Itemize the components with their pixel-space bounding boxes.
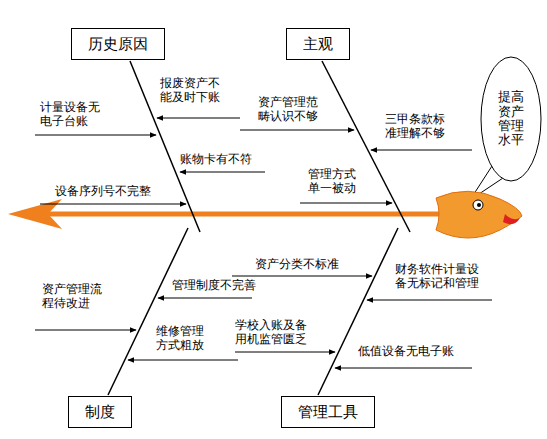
main-bone — [108, 228, 188, 395]
fish-head — [436, 191, 522, 238]
goal-text: 提高资产管理水平 — [498, 56, 524, 148]
cause-label: 三甲条款标准理解不够 — [385, 112, 451, 140]
cause-label: 资产管理范畴认识不够 — [258, 95, 324, 123]
category-box: 制度 — [68, 396, 132, 428]
cause-label: 计量设备无电子台账 — [40, 100, 106, 128]
fish-pupil — [477, 203, 481, 207]
cause-label: 账物卡有不符 — [180, 152, 252, 166]
main-bone — [318, 228, 398, 395]
cause-label: 报废资产不能及时下账 — [160, 76, 226, 104]
category-text: 历史原因 — [88, 34, 148, 54]
category-box: 主观 — [286, 28, 350, 60]
category-box: 管理工具 — [281, 396, 375, 428]
category-text: 制度 — [85, 402, 115, 422]
cause-label: 管理方式单一被动 — [308, 167, 362, 195]
goal-bubble: 提高资产管理水平 — [480, 56, 542, 182]
fish-eye — [473, 200, 483, 210]
category-text: 主观 — [303, 34, 333, 54]
cause-label: 财务软件计量设备无标记和管理 — [395, 262, 485, 290]
cause-label: 管理制度不完善 — [172, 278, 256, 292]
category-text: 管理工具 — [298, 402, 358, 422]
spine — [40, 212, 445, 217]
cause-label: 资产管理流程待改进 — [42, 282, 108, 310]
sub-bones — [35, 118, 492, 368]
cause-label: 设备序列号不完整 — [55, 184, 151, 198]
cause-label: 学校入账及备用机监管匮乏 — [235, 318, 313, 346]
fish-mouth — [503, 214, 520, 224]
main-bone — [322, 61, 410, 232]
category-box: 历史原因 — [71, 28, 165, 60]
cause-label: 维修管理方式粗放 — [156, 324, 210, 352]
cause-label: 低值设备无电子账 — [358, 344, 454, 358]
cause-label: 资产分类不标准 — [255, 257, 339, 271]
